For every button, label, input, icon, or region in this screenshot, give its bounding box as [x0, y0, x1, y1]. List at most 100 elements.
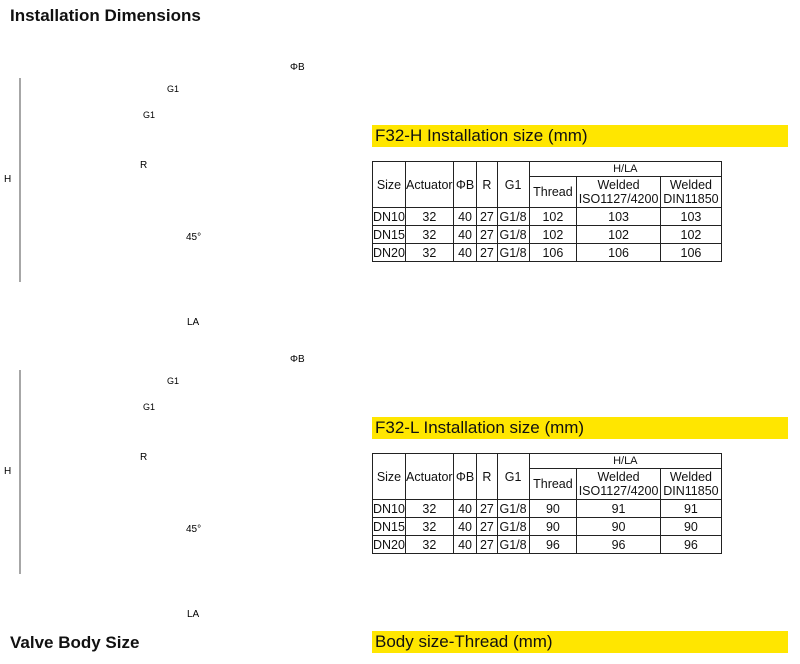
size-cell: DN20	[372, 535, 406, 554]
header-cell: Actuator	[404, 453, 454, 500]
header-cell: Actuator	[404, 161, 454, 208]
value-cell: 96	[659, 535, 723, 554]
sub-header-line: ISO1127/4200	[578, 192, 659, 206]
value-cell: 27	[476, 207, 498, 226]
value-cell: 27	[476, 517, 498, 536]
sub-header-cell: Thread	[528, 468, 578, 500]
section-heading-installation: Installation Dimensions	[10, 6, 201, 25]
table-title-f32-l: F32-L Installation size (mm)	[372, 417, 788, 439]
size-cell: DN15	[372, 517, 406, 536]
value-cell: 106	[528, 243, 578, 262]
dim-label-la: LA	[187, 317, 200, 328]
value-cell: 32	[404, 243, 454, 262]
dim-label-g1-a: G1	[143, 110, 155, 120]
value-cell: 27	[476, 499, 498, 518]
dim-label-g1-a: G1	[143, 402, 155, 412]
dim-label-angle: 45°	[186, 232, 201, 243]
value-cell: 90	[659, 517, 723, 536]
value-cell: G1/8	[496, 207, 530, 226]
value-cell: 106	[576, 243, 661, 262]
header-cell: G1	[496, 161, 530, 208]
value-cell: 32	[404, 207, 454, 226]
header-cell: H/LA	[528, 161, 723, 177]
value-cell: 32	[404, 517, 454, 536]
sub-header-line: ISO1127/4200	[578, 484, 659, 498]
dim-label-la: LA	[187, 609, 200, 620]
value-cell: 106	[659, 243, 723, 262]
dim-label-r: R	[140, 452, 147, 463]
sub-header-cell: Thread	[528, 176, 578, 208]
dim-label-r: R	[140, 160, 147, 171]
valve-drawing-f32-l: H LA R G1 G1 ΦB 45°	[4, 354, 305, 620]
value-cell: 102	[576, 225, 661, 244]
value-cell: 40	[452, 207, 478, 226]
value-cell: 27	[476, 535, 498, 554]
value-cell: 90	[528, 499, 578, 518]
value-cell: 40	[452, 535, 478, 554]
dim-label-h: H	[4, 466, 11, 477]
size-cell: DN15	[372, 225, 406, 244]
value-cell: 103	[659, 207, 723, 226]
section-heading-valve-body: Valve Body Size	[10, 633, 140, 652]
header-cell: G1	[496, 453, 530, 500]
header-cell: ΦB	[452, 453, 478, 500]
value-cell: 32	[404, 225, 454, 244]
header-cell: R	[476, 453, 498, 500]
dim-label-angle: 45°	[186, 524, 201, 535]
value-cell: 40	[452, 243, 478, 262]
sub-header-line: Welded	[669, 470, 713, 484]
dim-label-h: H	[4, 174, 11, 185]
valve-drawing-f32-h: H LA R G1 G1 ΦB 45°	[4, 62, 305, 328]
header-cell: Size	[372, 161, 406, 208]
value-cell: 96	[576, 535, 661, 554]
value-cell: G1/8	[496, 535, 530, 554]
size-cell: DN10	[372, 207, 406, 226]
dim-label-phi-b: ΦB	[290, 354, 305, 365]
table-title-f32-h: F32-H Installation size (mm)	[372, 125, 788, 147]
value-cell: 90	[576, 517, 661, 536]
header-cell: ΦB	[452, 161, 478, 208]
value-cell: 32	[404, 499, 454, 518]
sub-header-line: Thread	[533, 477, 573, 491]
header-cell: R	[476, 161, 498, 208]
dim-label-g1-b: G1	[167, 84, 179, 94]
sub-header-line: Welded	[669, 178, 713, 192]
value-cell: 91	[659, 499, 723, 518]
value-cell: 32	[404, 535, 454, 554]
value-cell: 102	[659, 225, 723, 244]
value-cell: 102	[528, 225, 578, 244]
table-title-body-size: Body size-Thread (mm)	[372, 631, 788, 653]
value-cell: G1/8	[496, 499, 530, 518]
value-cell: 91	[576, 499, 661, 518]
value-cell: G1/8	[496, 225, 530, 244]
header-cell: H/LA	[528, 453, 723, 469]
value-cell: 103	[576, 207, 661, 226]
value-cell: G1/8	[496, 243, 530, 262]
header-cell: Size	[372, 453, 406, 500]
size-cell: DN20	[372, 243, 406, 262]
sub-header-line: Thread	[533, 185, 573, 199]
value-cell: 90	[528, 517, 578, 536]
sub-header-line: Welded	[597, 178, 640, 192]
size-cell: DN10	[372, 499, 406, 518]
sub-header-line: DIN11850	[663, 192, 719, 206]
value-cell: G1/8	[496, 517, 530, 536]
value-cell: 27	[476, 243, 498, 262]
value-cell: 27	[476, 225, 498, 244]
value-cell: 102	[528, 207, 578, 226]
value-cell: 96	[528, 535, 578, 554]
value-cell: 40	[452, 499, 478, 518]
value-cell: 40	[452, 225, 478, 244]
value-cell: 40	[452, 517, 478, 536]
